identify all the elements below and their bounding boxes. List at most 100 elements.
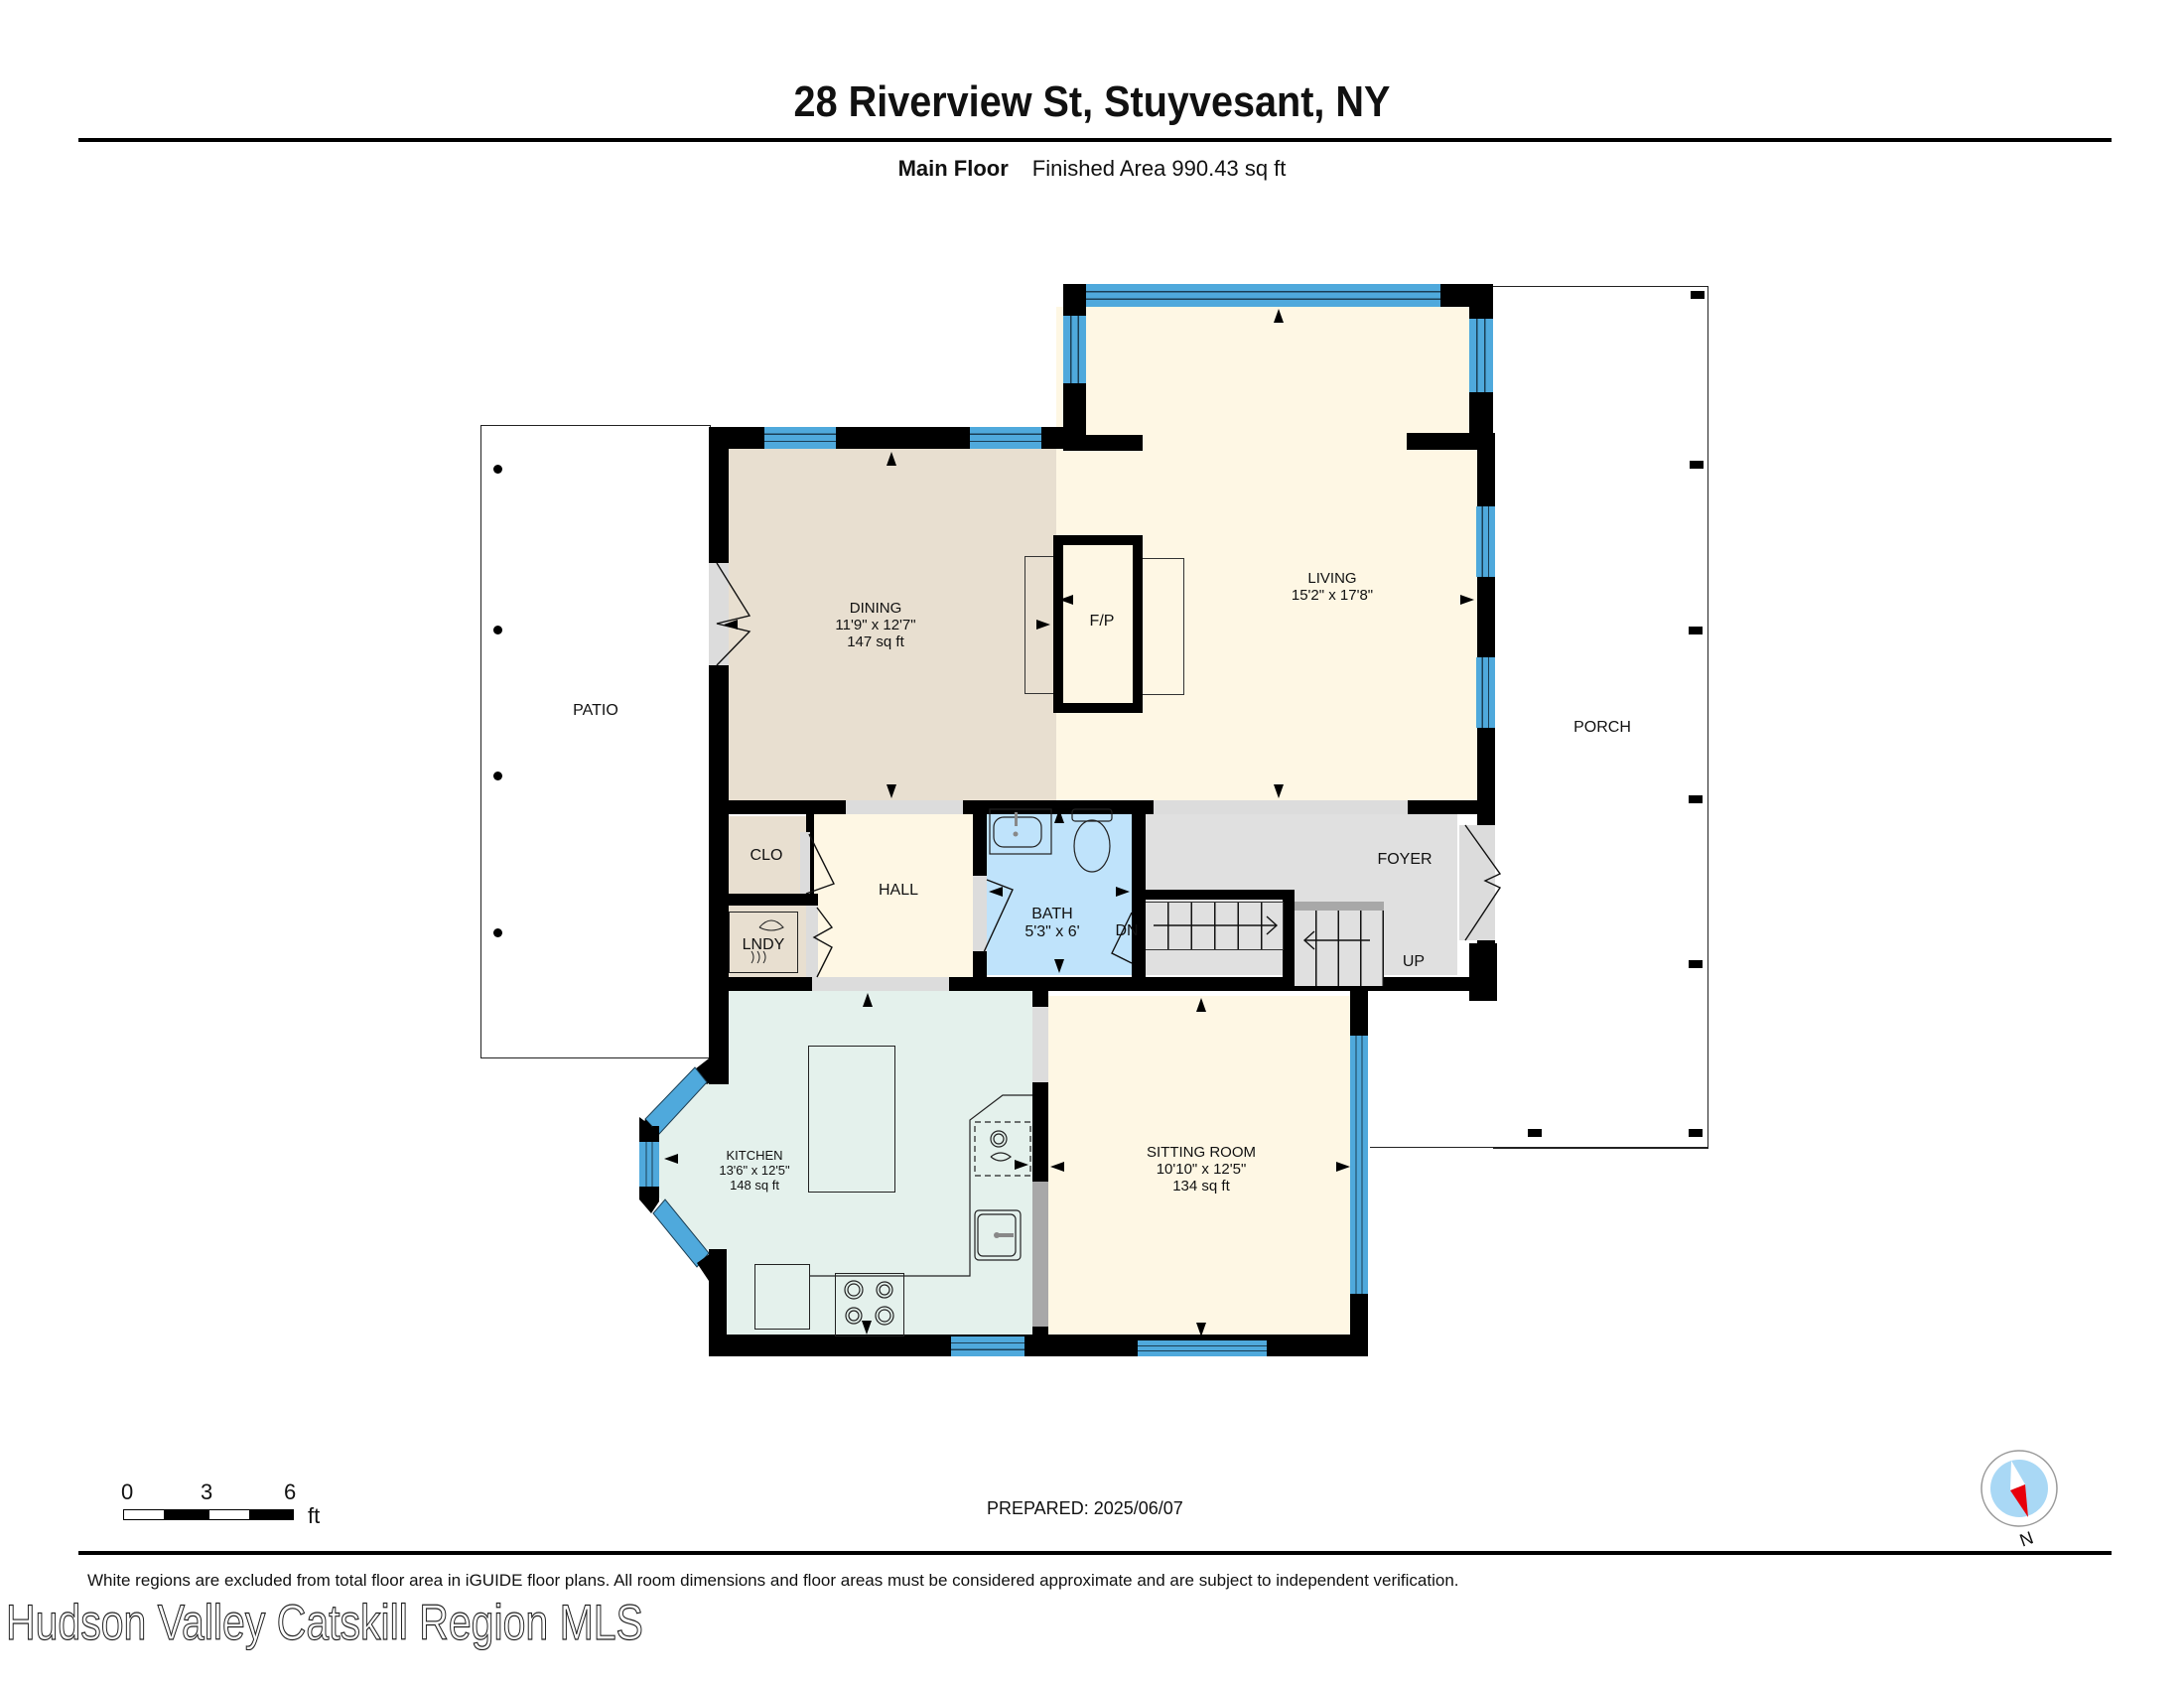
wall — [1469, 943, 1497, 1001]
dimension-arrow — [887, 784, 896, 798]
sitting-name: SITTING ROOM — [1147, 1144, 1256, 1161]
dimension-arrow — [1116, 887, 1130, 897]
dimension-arrow — [1274, 784, 1284, 798]
dimension-arrow — [664, 1154, 678, 1164]
kitchen — [727, 991, 1032, 1335]
window — [1138, 1340, 1267, 1356]
dimension-arrow — [1196, 1323, 1206, 1336]
porch-post — [1528, 1129, 1542, 1137]
washer-dryer — [729, 912, 798, 973]
wall — [1132, 806, 1146, 991]
scale-seg — [208, 1509, 250, 1520]
patio-post — [493, 626, 502, 634]
porch-post — [1691, 291, 1705, 299]
dining-room — [727, 449, 1056, 802]
closet-door[interactable] — [800, 832, 810, 894]
range — [835, 1273, 904, 1336]
scale-tick-0: 0 — [121, 1479, 134, 1504]
hall-label: HALL — [878, 882, 919, 899]
dimension-arrow — [862, 1321, 872, 1335]
patio-label: PATIO — [573, 702, 618, 719]
scale-seg — [250, 1509, 294, 1520]
disclaimer: White regions are excluded from total fl… — [87, 1571, 1459, 1590]
porch-label: PORCH — [1573, 719, 1631, 736]
scale-tick-3: 3 — [201, 1479, 213, 1504]
patio-door[interactable] — [709, 563, 729, 665]
refrigerator — [754, 1264, 810, 1330]
bath-label: BATH 5'3" x 6' — [1003, 906, 1102, 941]
hall — [806, 812, 973, 979]
counter-partition — [1032, 1182, 1048, 1327]
living-label: LIVING 15'2" x 17'8" — [1251, 570, 1414, 604]
dining-label: DINING 11'9" x 12'7" 147 sq ft — [794, 600, 957, 650]
window — [1469, 319, 1493, 392]
dimension-arrow — [724, 620, 738, 630]
page-title: 28 Riverview St, Stuyvesant, NY — [793, 77, 1391, 126]
kitchen-dims: 13'6" x 12'5" — [719, 1163, 790, 1178]
wall — [1283, 890, 1295, 979]
patio-area — [480, 425, 711, 1058]
porch-lower — [1370, 1092, 1707, 1148]
scale-tick-6: 6 — [284, 1479, 297, 1504]
floor-label: Main Floor — [897, 156, 1009, 181]
kitchen-sitting-opening — [1032, 1007, 1048, 1082]
kitchen-label: KITCHEN 13'6" x 12'5" 148 sq ft — [695, 1148, 814, 1193]
dimension-arrow — [989, 887, 1003, 897]
sitting-label: SITTING ROOM 10'10" x 12'5" 134 sq ft — [1122, 1144, 1281, 1195]
scale-seg — [123, 1509, 165, 1520]
window — [1063, 316, 1086, 383]
wall — [1063, 435, 1143, 451]
dimension-arrow — [863, 993, 873, 1007]
living-dims: 15'2" x 17'8" — [1291, 587, 1374, 604]
laundry — [727, 906, 806, 977]
compass: N — [1980, 1450, 2058, 1551]
porch-post — [1689, 960, 1703, 968]
hall-bath-door[interactable] — [973, 876, 987, 951]
stairs-up[interactable] — [1295, 902, 1384, 986]
dimension-arrow — [1054, 959, 1064, 973]
window — [1350, 1036, 1368, 1294]
dimension-arrow — [887, 452, 896, 466]
wall — [806, 814, 814, 894]
dimension-arrow — [1336, 1162, 1350, 1172]
prepared-date: PREPARED: 2025/06/07 — [987, 1498, 1183, 1518]
sitting-dims: 10'10" x 12'5" — [1156, 1161, 1247, 1178]
footer-divider — [78, 1551, 2112, 1555]
closet-label: CLO — [750, 847, 783, 864]
window — [1476, 506, 1495, 577]
hearth-right — [1142, 558, 1184, 695]
kitchen-name: KITCHEN — [726, 1148, 783, 1163]
laundry-door[interactable] — [806, 906, 818, 977]
porch-post — [1690, 461, 1704, 469]
wall — [1407, 433, 1486, 450]
window — [951, 1336, 1024, 1356]
scale-unit: ft — [308, 1503, 321, 1528]
dimension-arrow — [1274, 309, 1284, 323]
dimension-arrow — [1059, 595, 1073, 605]
laundry-label: LNDY — [742, 936, 785, 953]
dimension-arrow — [1460, 595, 1474, 605]
porch-area — [1493, 286, 1708, 1149]
patio-post — [493, 928, 502, 937]
porch-post — [1689, 795, 1703, 803]
dining-dims: 11'9" x 12'7" — [835, 617, 916, 633]
dimension-arrow — [1196, 998, 1206, 1012]
bath-name: BATH — [1031, 906, 1073, 922]
stairs-down-label: DN — [1115, 922, 1139, 939]
wall — [727, 894, 818, 906]
window — [1476, 657, 1495, 728]
dimension-arrow — [1054, 809, 1064, 823]
fireplace — [1053, 535, 1143, 713]
porch-post — [1689, 1129, 1703, 1137]
header-divider — [78, 138, 2112, 142]
window — [764, 427, 836, 449]
patio-post — [493, 465, 502, 474]
dining-name: DINING — [849, 600, 902, 617]
